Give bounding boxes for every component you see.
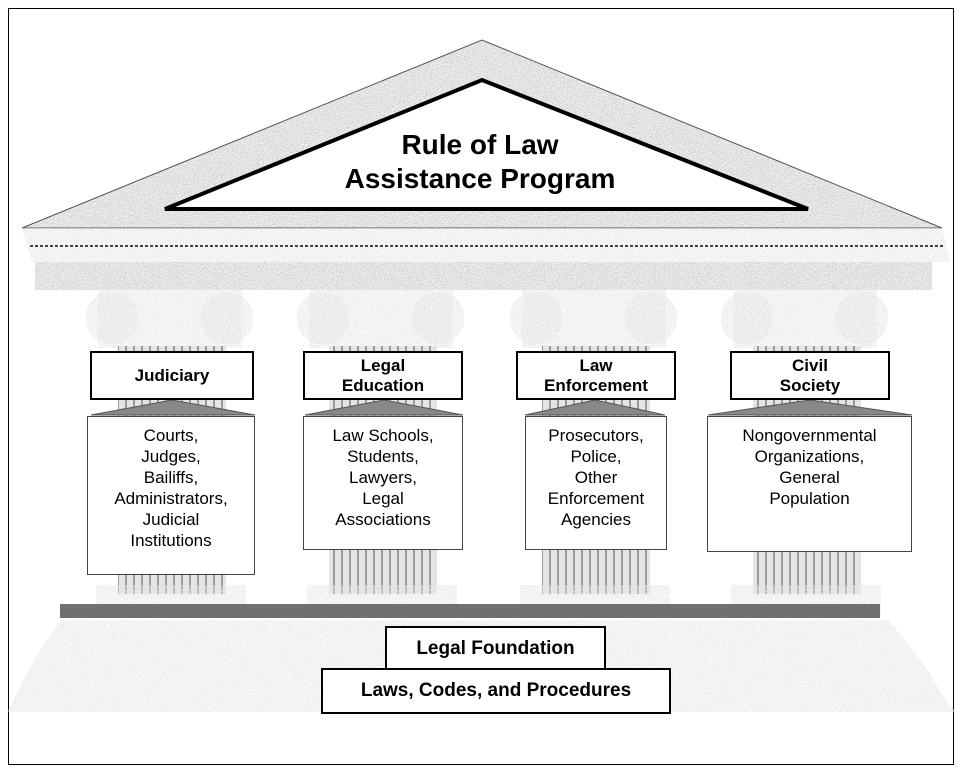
pillar-description-judiciary: Courts, Judges, Bailiffs, Administrators…	[87, 416, 255, 575]
pillar-description-text: Courts, Judges, Bailiffs, Administrators…	[114, 426, 228, 550]
legal-foundation-label: Legal Foundation	[385, 626, 606, 671]
legal-foundation-text: Legal Foundation	[416, 637, 575, 659]
program-title-line1: Rule of Law	[401, 129, 559, 160]
pillar-description-civil-society: Nongovernmental Organizations, General P…	[707, 416, 912, 552]
entablature	[22, 228, 950, 290]
pillar-description-text: Prosecutors, Police, Other Enforcement A…	[547, 426, 645, 529]
laws-codes-procedures-text: Laws, Codes, and Procedures	[360, 680, 632, 701]
pillar-header-legal-education: Legal Education	[303, 351, 463, 400]
pillar-description-law-enforcement: Prosecutors, Police, Other Enforcement A…	[525, 416, 667, 550]
pillar-header-law-enforcement: Law Enforcement	[516, 351, 676, 400]
pillar-description-text: Nongovernmental Organizations, General P…	[742, 426, 877, 508]
program-title-line2: Assistance Program	[344, 163, 616, 194]
description-arrows	[90, 399, 913, 416]
base-ledge	[60, 604, 880, 618]
pillar-header-label: Legal Education	[341, 355, 425, 395]
laws-codes-procedures-label: Laws, Codes, and Procedures	[321, 668, 671, 714]
pillar-header-label: Civil Society	[779, 355, 841, 395]
program-title: Rule of Law Assistance Program	[300, 128, 660, 196]
pillar-header-label: Law Enforcement	[544, 355, 648, 395]
pillar-header-civil-society: Civil Society	[730, 351, 890, 400]
pillar-description-legal-education: Law Schools, Students, Lawyers, Legal As…	[303, 416, 463, 550]
pillar-header-judiciary: Judiciary	[90, 351, 254, 400]
pillar-description-text: Law Schools, Students, Lawyers, Legal As…	[332, 426, 434, 529]
pillar-header-label: Judiciary	[134, 365, 210, 385]
